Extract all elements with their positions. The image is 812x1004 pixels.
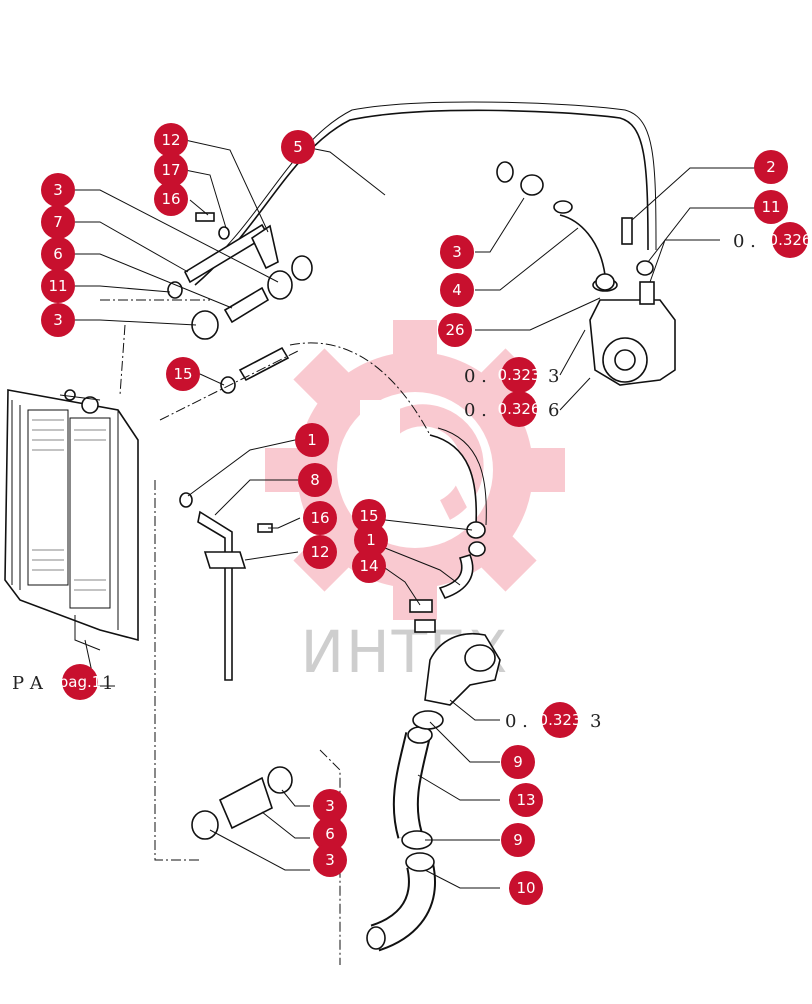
callout-13: 13 xyxy=(509,783,543,817)
svg-text:9: 9 xyxy=(513,831,523,849)
svg-text:pag.1: pag.1 xyxy=(59,673,102,691)
svg-text:4: 4 xyxy=(452,281,462,299)
svg-text:0 .: 0 . xyxy=(733,231,756,252)
elbow-14 xyxy=(409,521,486,633)
svg-text:3: 3 xyxy=(325,851,335,869)
svg-text:7: 7 xyxy=(53,213,63,231)
callout-11-b: 11 xyxy=(754,190,788,224)
hose-6-lower xyxy=(191,766,293,840)
svg-text:9: 9 xyxy=(513,753,523,771)
svg-text:11: 11 xyxy=(761,198,780,216)
callout-12-b: 12 xyxy=(303,535,337,569)
radiator xyxy=(4,389,139,651)
callout-6-b: 6 xyxy=(313,817,347,851)
svg-text:2: 2 xyxy=(766,158,776,176)
hose-middle xyxy=(429,427,487,526)
callout-11-a: 11 xyxy=(41,269,75,303)
callout-17: 17 xyxy=(154,153,188,187)
callout-9-a: 9 xyxy=(501,745,535,779)
callout-12-top: 12 xyxy=(154,123,188,157)
svg-text:1: 1 xyxy=(102,673,113,694)
callout-bubbles: 12 17 16 3 7 6 11 3 5 2 11 3 4 26 15 xyxy=(41,123,788,905)
svg-text:16: 16 xyxy=(161,190,180,208)
ref-0323-a: 0 . 0.323 3 xyxy=(464,357,559,393)
callout-5: 5 xyxy=(281,130,315,164)
callout-3-e: 3 xyxy=(313,843,347,877)
svg-text:0.323: 0.323 xyxy=(539,711,582,729)
svg-text:P A: P A xyxy=(12,673,44,694)
svg-text:3: 3 xyxy=(53,311,63,329)
svg-text:3: 3 xyxy=(590,711,601,732)
svg-text:3: 3 xyxy=(548,366,559,387)
svg-text:15: 15 xyxy=(359,507,378,525)
callout-1-b: 1 xyxy=(354,523,388,557)
callout-6-a: 6 xyxy=(41,237,75,271)
hose-upper-bend xyxy=(291,146,514,281)
callout-1-a: 1 xyxy=(295,423,329,457)
svg-text:12: 12 xyxy=(161,131,180,149)
svg-text:0 .: 0 . xyxy=(464,366,487,387)
clamp-upper-left xyxy=(167,174,654,508)
svg-text:12: 12 xyxy=(310,543,329,561)
svg-text:0 .: 0 . xyxy=(505,711,528,732)
bolt-16-top xyxy=(195,212,230,240)
svg-text:1: 1 xyxy=(366,531,376,549)
callout-14: 14 xyxy=(352,549,386,583)
callout-3-b: 3 xyxy=(41,303,75,337)
svg-text:3: 3 xyxy=(53,181,63,199)
svg-text:11: 11 xyxy=(48,277,67,295)
callout-10: 10 xyxy=(509,871,543,905)
svg-text:14: 14 xyxy=(359,557,378,575)
hose-10 xyxy=(366,852,436,952)
route-lines xyxy=(100,299,431,965)
svg-text:3: 3 xyxy=(452,243,462,261)
pipe-15-upper xyxy=(238,346,290,382)
svg-text:6: 6 xyxy=(548,400,559,421)
svg-text:16: 16 xyxy=(310,509,329,527)
callout-3-d: 3 xyxy=(313,789,347,823)
svg-text:6: 6 xyxy=(325,825,335,843)
svg-text:3: 3 xyxy=(325,797,335,815)
svg-text:13: 13 xyxy=(516,791,535,809)
callout-7: 7 xyxy=(41,205,75,239)
ref-0326-b: 0 . 0.326 6 xyxy=(464,391,559,427)
svg-text:6: 6 xyxy=(53,245,63,263)
callout-8: 8 xyxy=(298,463,332,497)
callout-2: 2 xyxy=(754,150,788,184)
svg-text:15: 15 xyxy=(173,365,192,383)
svg-text:17: 17 xyxy=(161,161,180,179)
callout-15-a: 15 xyxy=(166,357,200,391)
thermostat-housing xyxy=(553,200,676,386)
hose-6-upper xyxy=(223,286,270,324)
svg-text:0.323: 0.323 xyxy=(498,366,541,384)
callout-4: 4 xyxy=(440,273,474,307)
ref-page: P A pag.1 1 xyxy=(12,664,113,700)
callout-3-a: 3 xyxy=(41,173,75,207)
svg-text:0.326: 0.326 xyxy=(769,231,812,249)
svg-text:0.326: 0.326 xyxy=(498,400,541,418)
svg-text:10: 10 xyxy=(516,879,535,897)
ref-0323-b: 0 . 0.323 3 xyxy=(505,702,601,738)
outlet-elbow xyxy=(424,633,501,706)
pipe-8 xyxy=(197,510,273,681)
hose-13 xyxy=(392,710,444,850)
svg-text:5: 5 xyxy=(293,138,303,156)
svg-text:8: 8 xyxy=(310,471,320,489)
ref-0326-a: 0 . 0.326 xyxy=(733,222,811,258)
callout-16-top: 16 xyxy=(154,182,188,216)
leader-lines xyxy=(75,139,770,889)
callout-26: 26 xyxy=(438,313,472,347)
svg-text:1: 1 xyxy=(307,431,317,449)
svg-text:26: 26 xyxy=(445,321,464,339)
fitting-2 xyxy=(621,217,633,245)
callout-9-b: 9 xyxy=(501,823,535,857)
svg-text:0 .: 0 . xyxy=(464,400,487,421)
callout-3-c: 3 xyxy=(440,235,474,269)
bracket-12-top xyxy=(250,224,279,270)
callout-16-b: 16 xyxy=(303,501,337,535)
